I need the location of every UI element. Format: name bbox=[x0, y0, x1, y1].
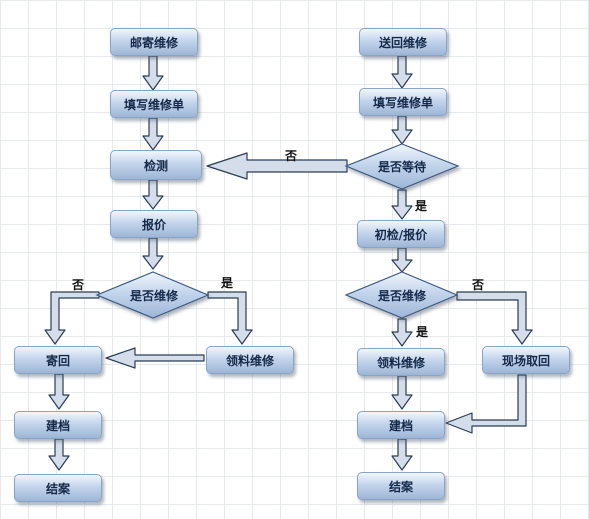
node-left-fill-form: 填写维修单 bbox=[110, 90, 198, 118]
arrow-left-yes-branch bbox=[207, 291, 253, 345]
node-initial-quote: 初检/报价 bbox=[357, 220, 445, 248]
node-inspect: 检测 bbox=[110, 150, 202, 180]
arrow-parts-to-mailback bbox=[105, 347, 205, 369]
node-quote: 报价 bbox=[110, 210, 198, 238]
node-onsite-pickup: 现场取回 bbox=[482, 346, 570, 374]
left-decision-diamond bbox=[95, 271, 210, 319]
arrow-onsite-to-archive bbox=[445, 374, 527, 434]
left-decision-label: 是否维修 bbox=[129, 288, 178, 303]
node-right-parts: 领料维修 bbox=[357, 348, 445, 376]
arrow-right-yes-to-parts bbox=[391, 318, 413, 347]
node-bring-repair: 送回维修 bbox=[359, 28, 447, 56]
node-left-parts: 领料维修 bbox=[206, 346, 294, 374]
node-left-close: 结案 bbox=[14, 474, 102, 502]
arrow-fill-to-wait bbox=[391, 115, 413, 145]
arrow-wait-yes-to-initial bbox=[391, 189, 413, 220]
arrow-mail-to-fill bbox=[142, 55, 164, 91]
arrow-initial-to-decision bbox=[391, 247, 413, 273]
arrow-archive-to-close-right bbox=[391, 438, 413, 471]
arrow-right-no-branch bbox=[456, 291, 533, 345]
node-mail-back: 寄回 bbox=[14, 346, 102, 374]
arrow-wait-no-to-inspect bbox=[206, 152, 348, 180]
left-yes-label: 是 bbox=[221, 276, 234, 290]
node-left-archive: 建档 bbox=[14, 411, 102, 439]
node-mail-repair: 邮寄维修 bbox=[110, 28, 198, 56]
node-right-close: 结案 bbox=[357, 472, 445, 500]
right-decision-label: 是否维修 bbox=[377, 288, 426, 303]
left-no-label: 否 bbox=[72, 278, 85, 292]
arrow-quote-to-decision bbox=[142, 237, 164, 270]
right-no-label: 否 bbox=[472, 278, 485, 292]
arrow-bring-to-fill bbox=[391, 55, 413, 89]
right-wait-diamond bbox=[344, 143, 460, 190]
wait-yes-label: 是 bbox=[415, 199, 428, 213]
node-right-archive: 建档 bbox=[357, 411, 445, 439]
arrow-archive-to-close bbox=[48, 438, 70, 471]
arrow-left-no-branch bbox=[44, 291, 100, 345]
right-decision-diamond bbox=[344, 271, 459, 319]
arrow-fill-to-inspect bbox=[142, 117, 164, 151]
node-right-fill-form: 填写维修单 bbox=[359, 88, 447, 116]
right-yes-label: 是 bbox=[416, 325, 429, 339]
arrow-mailback-to-archive bbox=[48, 373, 70, 410]
right-wait-label: 是否等待 bbox=[377, 159, 426, 174]
arrow-parts-to-archive bbox=[391, 375, 413, 410]
wait-no-label: 否 bbox=[285, 149, 298, 163]
arrow-inspect-to-quote bbox=[142, 179, 164, 210]
